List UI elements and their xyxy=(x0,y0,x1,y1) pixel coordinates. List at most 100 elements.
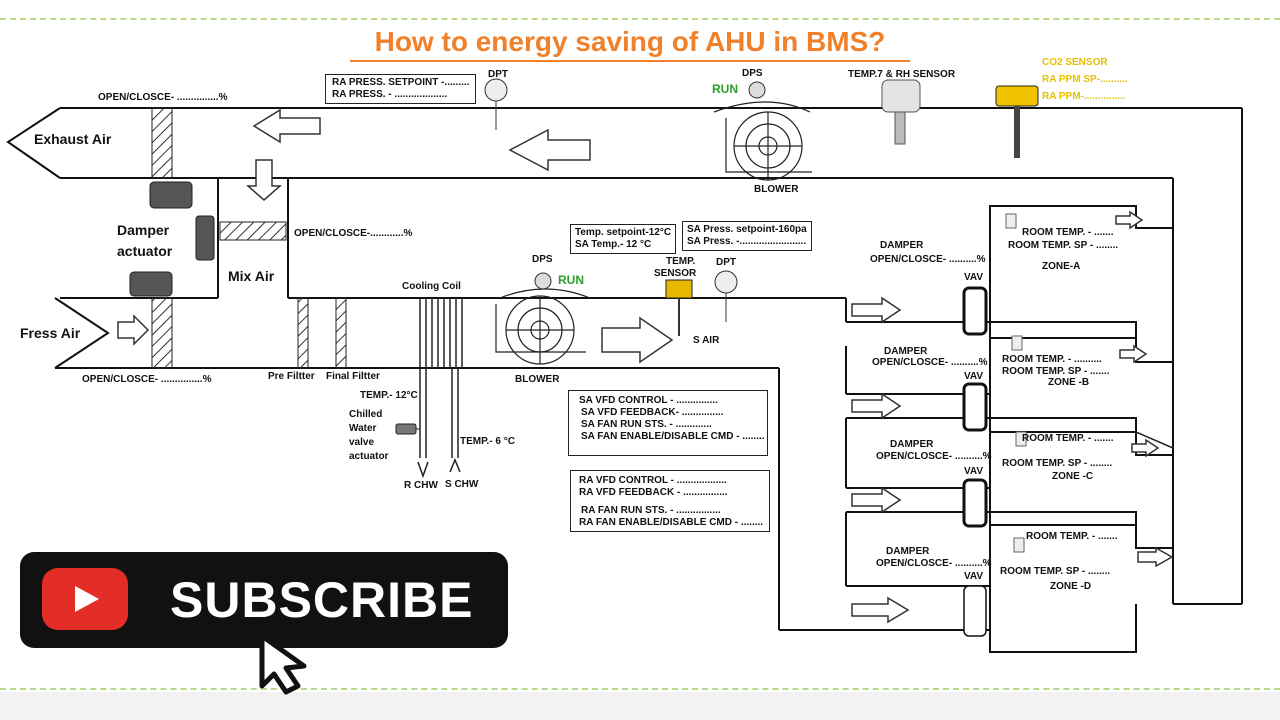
rchw-label: R CHW xyxy=(404,480,438,491)
vav-d-box xyxy=(963,585,987,637)
zone-c-return-arrow xyxy=(1131,438,1160,458)
exhaust-air-label: Exhaust Air xyxy=(34,131,112,147)
zone-a-vav: VAV xyxy=(964,272,984,283)
zone-d-room-bottom xyxy=(989,604,1137,653)
sa-temp-sensor xyxy=(665,279,693,336)
chw-label-4: actuator xyxy=(349,451,389,462)
mouse-pointer-icon xyxy=(259,633,307,695)
temp-12-label: TEMP.- 12°C xyxy=(360,390,418,401)
ra-press-setpoint: RA PRESS. SETPOINT -......... xyxy=(332,77,470,88)
damper-actuator-label-2: actuator xyxy=(117,243,173,259)
pre-filter-label: Pre Filtter xyxy=(268,371,315,382)
return-flow-arrow-1 xyxy=(252,108,321,144)
zone-a-name: ZONE-A xyxy=(1042,261,1081,272)
blower-top xyxy=(713,101,812,181)
zone-c-damper: DAMPER xyxy=(890,439,934,450)
zone-c-return-line xyxy=(1135,431,1174,449)
ra-press-value: RA PRESS. - ................... xyxy=(332,89,448,100)
zone-b-vav: VAV xyxy=(964,371,984,382)
schw-label: S CHW xyxy=(445,479,479,490)
zone-d-damper: DAMPER xyxy=(886,546,930,557)
sa-vfd-box: SA VFD CONTROL - ............... SA VFD … xyxy=(568,390,768,456)
zone-a-damper-open: OPEN/CLOSCE- ..........% xyxy=(870,254,986,265)
cooling-coil xyxy=(419,298,463,368)
ra-ppm-sp-label: RA PPM SP-.......... xyxy=(1042,74,1128,85)
dps-top-label: DPS xyxy=(742,68,763,79)
dps-top-gauge xyxy=(748,81,766,99)
zone-a-return-arrow xyxy=(1115,210,1144,230)
bottom-border xyxy=(0,688,1280,690)
run-top-label: RUN xyxy=(712,82,738,96)
zone-c-room-temp: ROOM TEMP. - ....... xyxy=(1022,433,1114,444)
fresh-arrow-shape xyxy=(54,297,110,369)
fresh-damper-status: OPEN/CLOSCE- ...............% xyxy=(82,374,212,385)
sa-press-setpoint: SA Press. setpoint-160pa xyxy=(687,224,807,235)
mix-air-label: Mix Air xyxy=(228,268,275,284)
chw-label-1: Chilled xyxy=(349,409,383,420)
zone-b-room-bottom xyxy=(846,417,1137,489)
dpt-top-gauge xyxy=(484,78,508,130)
vav-b-box xyxy=(962,382,988,432)
mix-damper-status: OPEN/CLOSCE-............% xyxy=(294,228,413,239)
sa-fan-run-sts: SA FAN RUN STS. - ............. xyxy=(581,419,712,430)
zone-a-room-temp: ROOM TEMP. - ....... xyxy=(1022,227,1114,238)
zone-d-vav: VAV xyxy=(964,571,984,582)
damper-actuator-icons xyxy=(129,181,215,297)
zone-a-flow-arrow xyxy=(851,296,902,324)
zone-b-name: ZONE -B xyxy=(1048,377,1090,388)
final-filter xyxy=(335,297,347,369)
chw-label-3: valve xyxy=(349,437,375,448)
zone-c-name: ZONE -C xyxy=(1052,471,1094,482)
blower-mid xyxy=(495,288,591,365)
zone-c-thermostat xyxy=(1015,431,1027,447)
exhaust-damper xyxy=(151,107,173,179)
co2-sensor xyxy=(995,85,1039,158)
blower-mid-label: BLOWER xyxy=(515,374,560,385)
exhaust-arrow-shape xyxy=(6,107,61,179)
dps-mid-label: DPS xyxy=(532,254,553,265)
temp-6-label: TEMP.- 6 °C xyxy=(460,436,515,447)
supply-air-label: S AIR xyxy=(693,335,720,346)
run-mid-label: RUN xyxy=(558,273,584,287)
zone-a-room-bottom xyxy=(846,321,1137,395)
sa-temp-box: Temp. setpoint-12°C SA Temp.- 12 °C xyxy=(570,224,677,254)
zone-d-name: ZONE -D xyxy=(1050,581,1092,592)
zone-d-damper-open: OPEN/CLOSCE- ..........% xyxy=(876,558,992,569)
ra-ppm-label: RA PPM-............... xyxy=(1042,91,1126,102)
zone-b-damper: DAMPER xyxy=(884,346,928,357)
cooling-coil-label: Cooling Coil xyxy=(402,281,461,292)
footer-band xyxy=(0,692,1280,720)
zone-c-damper-open: OPEN/CLOSCE- ..........% xyxy=(876,451,992,462)
temp-sensor-label-2: SENSOR xyxy=(654,268,697,279)
dpt-top-label: DPT xyxy=(488,69,508,80)
zone-b-room-temp: ROOM TEMP. - .......... xyxy=(1002,354,1102,365)
youtube-play-icon xyxy=(42,568,128,630)
dpt-mid-label: DPT xyxy=(716,257,736,268)
zone-a-thermostat xyxy=(1005,213,1017,229)
sa-temp-setpoint: Temp. setpoint-12°C xyxy=(575,227,672,238)
fresh-flow-arrow xyxy=(117,314,150,346)
sa-vfd-control: SA VFD CONTROL - ............... xyxy=(579,395,718,406)
ra-press-box: RA PRESS. SETPOINT -......... RA PRESS. … xyxy=(325,74,477,104)
zone-c-flow-arrow xyxy=(851,486,902,514)
final-filter-label: Final Filtter xyxy=(326,371,380,382)
fresh-damper xyxy=(151,297,173,369)
temp-rh-sensor xyxy=(881,79,921,145)
dps-mid-gauge xyxy=(534,272,552,290)
supply-flow-arrow xyxy=(601,316,674,364)
subscribe-button[interactable]: SUBSCRIBE xyxy=(20,552,508,648)
chw-valve-actuator xyxy=(395,423,420,435)
exhaust-damper-status: OPEN/CLOSCE- ...............% xyxy=(98,92,228,103)
subscribe-label: SUBSCRIBE xyxy=(170,572,474,628)
return-flow-arrow-2 xyxy=(508,128,591,172)
vav-a-box xyxy=(962,286,988,336)
chw-label-2: Water xyxy=(349,423,377,434)
vav-c-box xyxy=(962,478,988,528)
sa-fan-enable-cmd: SA FAN ENABLE/DISABLE CMD - ........ xyxy=(581,431,765,442)
down-flow-arrow xyxy=(246,159,282,201)
fresh-air-label: Fress Air xyxy=(20,325,81,341)
dpt-mid-gauge xyxy=(714,270,738,322)
zone-d-return-arrow xyxy=(1137,546,1174,568)
